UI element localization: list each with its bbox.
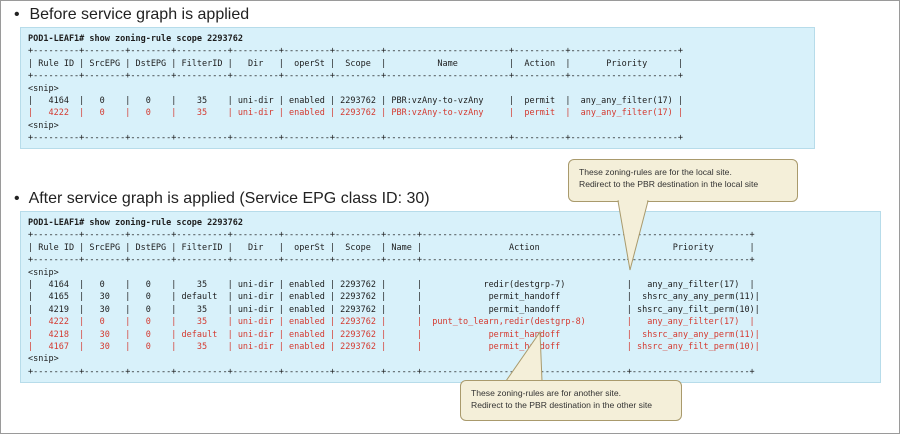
before-terminal-line: | Rule ID | SrcEPG | DstEPG | FilterID |… (28, 58, 684, 69)
after-terminal-line: +---------+--------+--------+----------+… (28, 230, 755, 241)
callout-local-line2: Redirect to the PBR destination in the l… (579, 179, 759, 189)
after-terminal-line: POD1-LEAF1# show zoning-rule scope 22937… (28, 218, 243, 228)
before-terminal-line: +---------+--------+--------+----------+… (28, 46, 684, 57)
after-terminal-line: | 4167 | 30 | 0 | 35 | uni-dir | enabled… (28, 342, 760, 353)
after-title: After service graph is applied (Service … (28, 190, 430, 207)
before-terminal-line: +---------+--------+--------+----------+… (28, 133, 684, 144)
after-terminal-line: | 4164 | 0 | 0 | 35 | uni-dir | enabled … (28, 280, 755, 291)
after-terminal-line: | 4218 | 30 | 0 | default | uni-dir | en… (28, 329, 760, 340)
after-terminal-line: <snip> (28, 354, 59, 365)
before-terminal-line: | 4164 | 0 | 0 | 35 | uni-dir | enabled … (28, 96, 684, 107)
bullet: • (14, 190, 20, 207)
after-terminal-line: +---------+--------+--------+----------+… (28, 366, 755, 377)
before-terminal-line: <snip> (28, 83, 59, 94)
before-terminal-line: +---------+--------+--------+----------+… (28, 71, 684, 82)
before-terminal-line: <snip> (28, 120, 59, 131)
after-terminal-line: | 4219 | 30 | 0 | 35 | uni-dir | enabled… (28, 304, 760, 315)
callout-other-line2: Redirect to the PBR destination in the o… (471, 400, 653, 410)
before-heading: • Before service graph is applied (14, 6, 249, 24)
callout-other-line1: These zoning-rules are for another site. (471, 388, 621, 398)
after-terminal: POD1-LEAF1# show zoning-rule scope 22937… (20, 211, 881, 383)
bullet: • (14, 6, 20, 23)
after-terminal-line: | 4222 | 0 | 0 | 35 | uni-dir | enabled … (28, 317, 755, 328)
before-terminal-output: POD1-LEAF1# show zoning-rule scope 22937… (28, 33, 814, 145)
before-terminal-line: | 4222 | 0 | 0 | 35 | uni-dir | enabled … (28, 108, 684, 119)
before-terminal: POD1-LEAF1# show zoning-rule scope 22937… (20, 27, 815, 149)
after-terminal-output: POD1-LEAF1# show zoning-rule scope 22937… (28, 217, 880, 378)
before-title: Before service graph is applied (29, 6, 250, 23)
after-terminal-line: | Rule ID | SrcEPG | DstEPG | FilterID |… (28, 242, 755, 253)
callout-local-line1: These zoning-rules are for the local sit… (579, 167, 732, 177)
after-heading: • After service graph is applied (Servic… (14, 190, 430, 208)
callout-local-site: These zoning-rules are for the local sit… (568, 159, 798, 202)
callout-other-site: These zoning-rules are for another site.… (460, 380, 682, 421)
after-terminal-line: <snip> (28, 267, 59, 278)
before-terminal-line: POD1-LEAF1# show zoning-rule scope 22937… (28, 34, 243, 44)
after-terminal-line: | 4165 | 30 | 0 | default | uni-dir | en… (28, 292, 760, 303)
after-terminal-line: +---------+--------+--------+----------+… (28, 255, 755, 266)
